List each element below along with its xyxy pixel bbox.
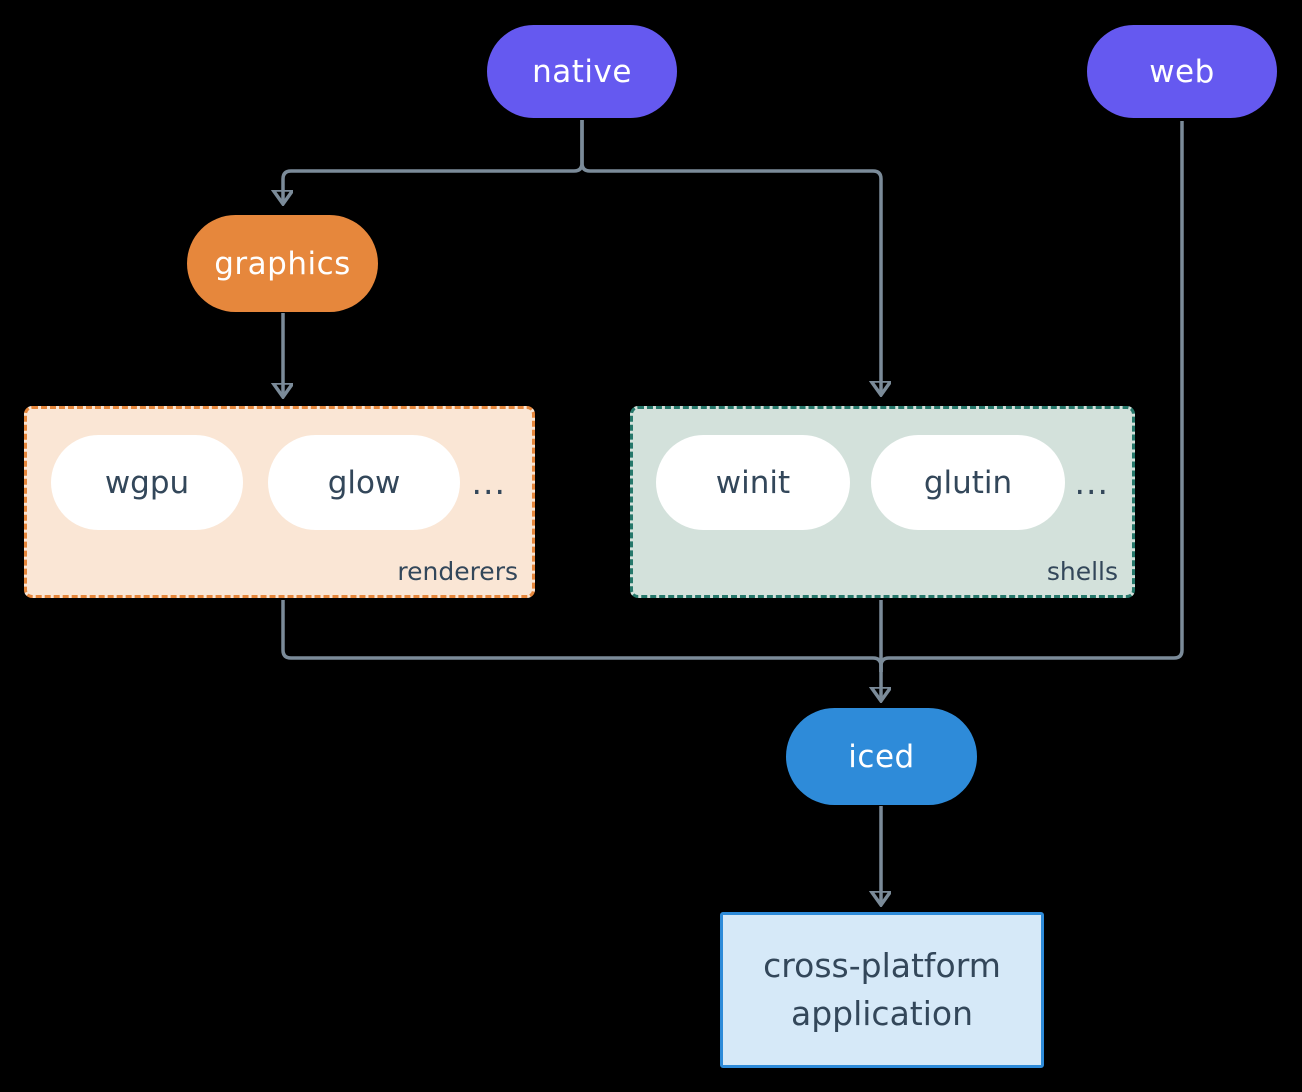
node-wgpu-label: wgpu	[104, 464, 190, 501]
node-web-label: web	[1149, 53, 1215, 90]
group-shells-label: shells	[1046, 557, 1118, 586]
group-renderers-label: renderers	[397, 557, 518, 586]
node-glow-label: glow	[327, 464, 401, 501]
node-native-label: native	[532, 53, 632, 90]
group-shells: winit glutin ... shells	[630, 406, 1135, 598]
node-web: web	[1087, 25, 1277, 118]
node-iced: iced	[786, 708, 977, 805]
node-glutin: glutin	[871, 435, 1065, 530]
edge-renderers-to-merge	[281, 600, 883, 672]
edge-native-to-shells	[580, 120, 881, 394]
edge-native-to-graphics	[283, 120, 584, 203]
node-iced-label: iced	[848, 738, 915, 775]
node-winit: winit	[656, 435, 850, 530]
node-graphics: graphics	[187, 215, 378, 312]
renderers-ellipsis: ...	[471, 463, 506, 502]
node-wgpu: wgpu	[51, 435, 243, 530]
node-glow: glow	[268, 435, 460, 530]
node-graphics-label: graphics	[214, 245, 351, 282]
node-native: native	[487, 25, 677, 118]
node-winit-label: winit	[715, 464, 791, 501]
node-application-label: cross-platform application	[763, 946, 1001, 1033]
shells-ellipsis: ...	[1074, 463, 1109, 502]
node-glutin-label: glutin	[923, 464, 1013, 501]
node-application: cross-platform application	[720, 912, 1044, 1068]
group-renderers: wgpu glow ... renderers	[24, 406, 535, 598]
